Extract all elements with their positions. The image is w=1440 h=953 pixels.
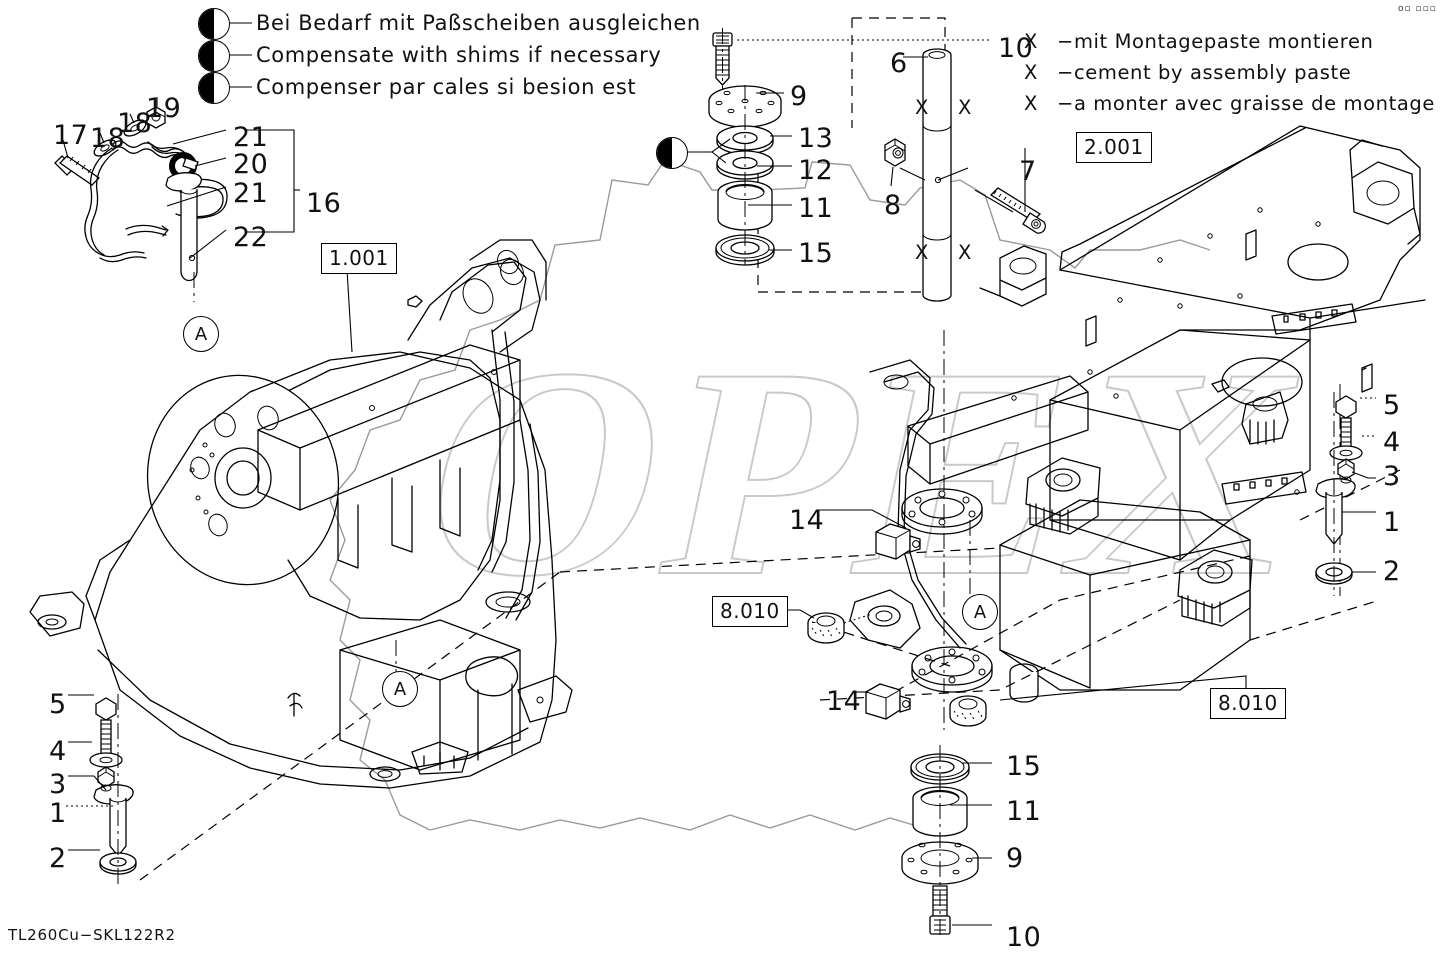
item-callout-19-9: 19 (146, 93, 182, 124)
left-bracket-assembly (29, 239, 573, 789)
fitting-8010-right (949, 695, 987, 727)
mount-block-upper (1025, 457, 1101, 535)
part-21-bail (175, 178, 228, 219)
item-callout-20-14: 20 (233, 149, 269, 180)
legend-shim-line-en: Compensate with shims if necessary (256, 43, 662, 67)
item-callout-2-22: 2 (49, 843, 67, 874)
item-callout-1-21: 1 (49, 798, 67, 829)
paste-x-mark-0: X (915, 96, 929, 119)
half-circle-symbol-1 (198, 8, 230, 40)
part-cotter-pin (125, 224, 169, 237)
item-callout-11-4: 11 (798, 193, 834, 224)
item-callout-9-1: 9 (790, 81, 808, 112)
item-callout-7-8: 7 (1019, 156, 1037, 187)
item-callout-14-29: 14 (826, 686, 862, 717)
legend-paste-line-en: −cement by assembly paste (1057, 61, 1352, 84)
item-callout-10-0: 10 (998, 33, 1034, 64)
paste-marker-1: X (1024, 30, 1038, 53)
part-7-bolt (989, 187, 1046, 234)
section-marker-a-left-top: A (183, 316, 219, 352)
drawing-code: TL260Cu−SKL122R2 (8, 926, 176, 944)
mount-block-lower (1177, 549, 1253, 627)
item-callout-4-24: 4 (1383, 427, 1401, 458)
item-callout-14-28: 14 (789, 505, 825, 536)
corner-logo-mark: o▫ ▫▫▫ (1398, 4, 1437, 14)
item-callout-13-2: 13 (798, 123, 834, 154)
item-callout-21-15: 21 (233, 178, 269, 209)
legend-paste-line-fr: −a monter avec graisse de montage (1057, 92, 1435, 115)
fastener-stack-right (1315, 392, 1363, 596)
legend-shim-line-de: Bei Bedarf mit Paßscheiben ausgleichen (256, 11, 701, 35)
legend-shim-line-fr: Compenser par cales si besion est (256, 75, 637, 99)
item-callout-8-7: 8 (884, 190, 902, 221)
item-callout-3-25: 3 (1383, 461, 1401, 492)
item-callout-15-30: 15 (1006, 751, 1042, 782)
item-callout-22-16: 22 (233, 222, 269, 253)
item-callout-9-32: 9 (1006, 843, 1024, 874)
legend-paste-line-de: −mit Montagepaste montieren (1057, 30, 1374, 53)
mount-block-right (1241, 391, 1289, 445)
item-callout-5-18: 5 (49, 689, 67, 720)
fitting-8010-left (807, 612, 873, 644)
item-callout-6-6: 6 (890, 48, 908, 79)
item-callout-21-13: 21 (233, 122, 269, 153)
section-marker-a-right: A (962, 594, 998, 630)
part-21-chain (84, 140, 189, 263)
part-6-pin (922, 48, 952, 302)
item-callout-5-23: 5 (1383, 390, 1401, 421)
part-10-bolt-top (712, 28, 733, 90)
item-callout-12-3: 12 (798, 155, 834, 186)
flange-boss-upper (901, 488, 983, 535)
part-17-bolt (54, 155, 101, 186)
fastener-stack-left (89, 694, 137, 886)
part-18-washer-b (123, 119, 147, 137)
item-callout-17-12: 17 (53, 120, 89, 151)
item-callout-1-26: 1 (1383, 507, 1401, 538)
item-callout-16-17: 16 (306, 188, 342, 219)
ref-8010-left: 8.010 (712, 596, 788, 627)
half-circle-symbol-2 (198, 40, 230, 72)
ref-1001: 1.001 (321, 243, 397, 274)
item-callout-4-19: 4 (49, 736, 67, 767)
part-19-nut (146, 106, 166, 129)
half-circle-symbol-shim-callout (656, 137, 688, 169)
part-22-pin (165, 172, 202, 282)
item-callout-2-27: 2 (1383, 556, 1401, 587)
ref-8010-right: 8.010 (1210, 688, 1286, 719)
part-14-valve-lower (865, 683, 911, 720)
item-callout-11-31: 11 (1006, 796, 1042, 827)
fastener-stack-bottom (901, 745, 979, 940)
paste-x-mark-3: X (958, 241, 972, 264)
flange-boss-lower (911, 646, 993, 693)
item-callout-3-20: 3 (49, 769, 67, 800)
ref-2001: 2.001 (1076, 132, 1152, 163)
item-callout-18-11: 18 (90, 123, 126, 154)
paste-x-mark-1: X (958, 96, 972, 119)
right-chassis-frame (849, 125, 1426, 703)
item-callout-10-33: 10 (1006, 922, 1042, 953)
paste-marker-2: X (1024, 61, 1038, 84)
section-marker-a-left-bot: A (382, 671, 418, 707)
part-14-valve-upper (875, 523, 921, 560)
item-callout-15-5: 15 (798, 238, 834, 269)
paste-marker-3: X (1024, 92, 1038, 115)
item-callout-18-10: 18 (117, 108, 153, 139)
half-circle-symbol-3 (198, 72, 230, 104)
paste-x-mark-2: X (915, 241, 929, 264)
part-8-nut (884, 138, 906, 167)
